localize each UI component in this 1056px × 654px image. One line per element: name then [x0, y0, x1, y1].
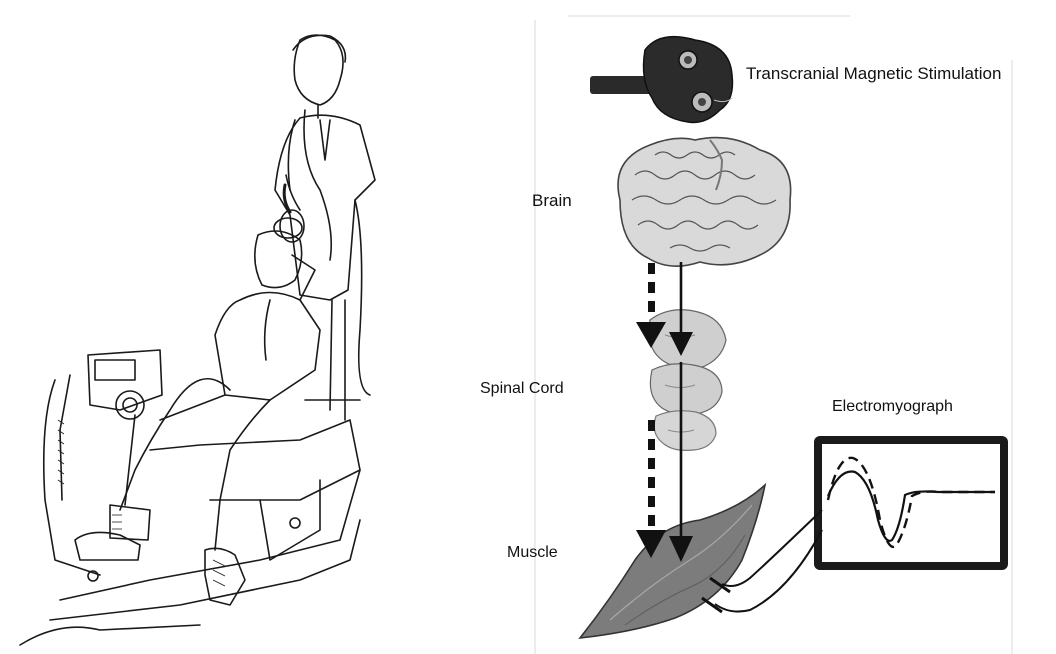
monitor-icon — [814, 436, 1008, 570]
tms-pathway-diagram: Transcranial Magnetic Stimulation Brain … — [460, 0, 1056, 654]
tms-setup-sketch — [0, 0, 460, 654]
subject-figure — [75, 218, 320, 605]
muscle-icon — [580, 485, 765, 638]
sketch-illustration — [0, 0, 460, 654]
tms-coil-icon — [590, 37, 733, 123]
electrode-2 — [702, 598, 722, 612]
brain-label: Brain — [532, 191, 572, 211]
dynamometer-chair — [20, 350, 360, 645]
electromyograph-label: Electromyograph — [832, 398, 953, 416]
spinal-cord-label: Spinal Cord — [480, 380, 564, 398]
operator-figure — [275, 35, 375, 420]
muscle-label: Muscle — [507, 544, 558, 562]
tms-label: Transcranial Magnetic Stimulation — [746, 64, 1001, 84]
brain-icon — [618, 138, 791, 267]
coil-cable — [304, 110, 331, 260]
